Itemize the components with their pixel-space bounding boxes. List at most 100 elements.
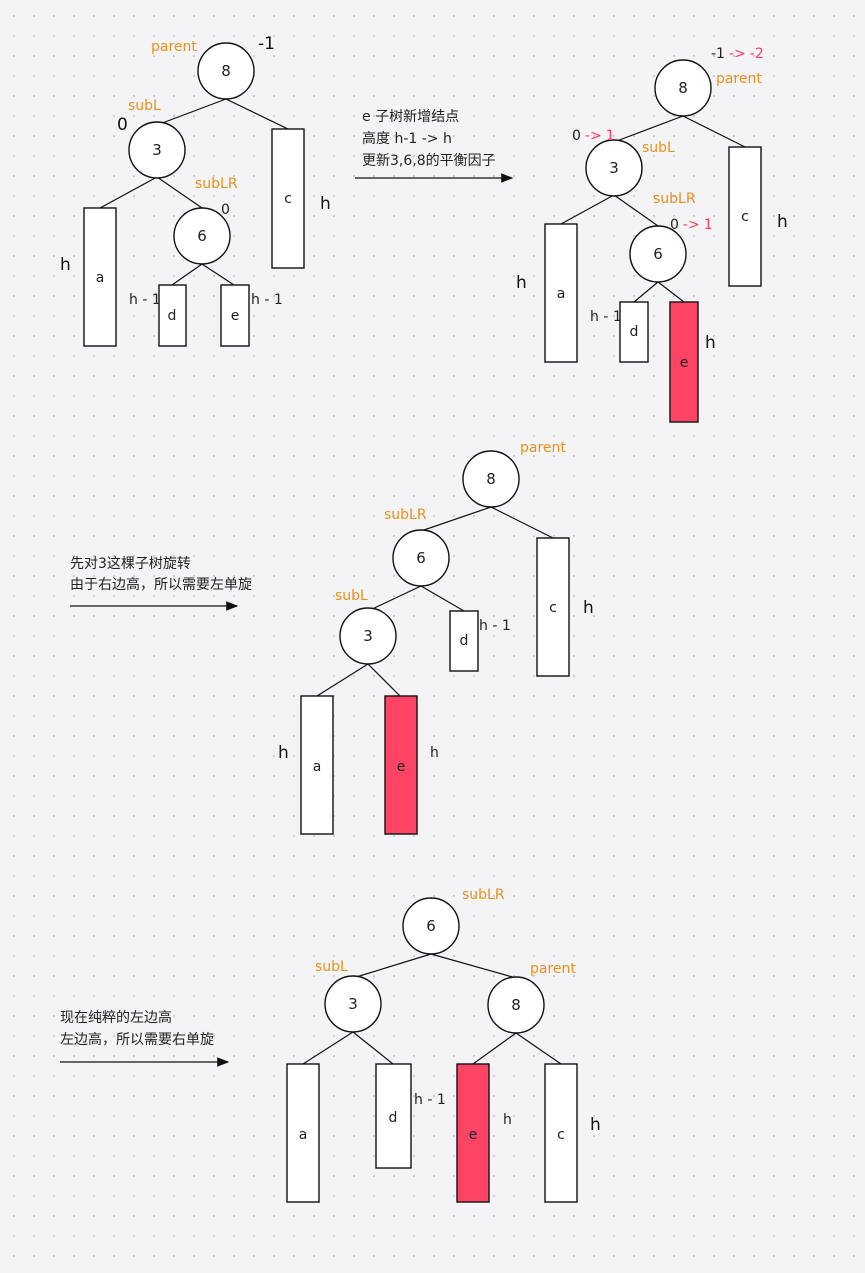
node-value: 6 [197, 227, 207, 245]
subtree-box [158, 284, 187, 347]
edge [156, 98, 227, 126]
edge [201, 263, 235, 286]
edge [472, 1032, 517, 1065]
node-value: 3 [152, 141, 162, 159]
balance-factor: 0 [221, 202, 230, 218]
subtree-box-highlighted [456, 1063, 490, 1203]
note-line: 高度 h-1 -> h [362, 130, 452, 147]
subtree-box [220, 284, 250, 347]
subtree-label: d [630, 324, 639, 340]
subtree-label: a [557, 286, 566, 302]
note-line: 现在纯粹的左边高 [60, 1009, 172, 1026]
height-label: h - 1 [129, 292, 161, 308]
edge [156, 176, 203, 209]
balance-factor: 0 [117, 115, 128, 135]
balance-change: 0->1 [670, 217, 713, 233]
tree-node [173, 207, 231, 265]
height-label: h [583, 598, 594, 618]
edge [682, 115, 746, 148]
note-line: 更新3,6,8的平衡因子 [362, 153, 496, 169]
tree-node [392, 529, 450, 587]
note-line: 先对3这棵子树旋转 [70, 555, 191, 572]
role-label: subL [128, 98, 161, 114]
node-value: 3 [609, 159, 619, 177]
diagram-4-after-right-rotation: 6 3 8 a d e c subLR subL parent h - 1 h … [286, 887, 601, 1203]
subtree-label: e [469, 1127, 478, 1143]
edge [99, 176, 158, 209]
height-label: h [590, 1115, 601, 1135]
step-2-annotation: 先对3这棵子树旋转 由于右边高，所以需要左单旋 [70, 555, 252, 611]
role-label: subLR [195, 176, 238, 192]
tree-node [654, 59, 712, 117]
subtree-label: c [284, 191, 292, 207]
subtree-box [619, 301, 649, 363]
node-value: 8 [678, 79, 688, 97]
note-line: 左边高，所以需要右单旋 [60, 1031, 214, 1048]
height-label: h [320, 194, 331, 214]
edge [560, 194, 615, 225]
edge [225, 98, 289, 130]
subtree-box [544, 223, 578, 363]
node-value: 3 [363, 627, 373, 645]
balance-change: 0->1 [572, 128, 615, 144]
height-label: h - 1 [479, 618, 511, 634]
subtree-box [286, 1063, 320, 1203]
height-label: h [705, 333, 716, 353]
height-label: h [430, 745, 439, 761]
balance-change: -1->-2 [711, 46, 764, 62]
subtree-label: c [741, 209, 749, 225]
edge [171, 263, 203, 286]
node-value: 6 [416, 549, 426, 567]
tree-node [128, 121, 186, 179]
edge [613, 115, 684, 143]
subtree-box [728, 146, 762, 287]
subtree-label: c [549, 600, 557, 616]
edge [316, 663, 369, 697]
role-label: subLR [384, 507, 427, 523]
edge [367, 663, 401, 697]
subtree-label: e [231, 308, 240, 324]
edge [420, 506, 492, 532]
node-value: 3 [348, 995, 358, 1013]
height-label: h - 1 [590, 309, 622, 325]
height-label: h [516, 273, 527, 293]
subtree-box [544, 1063, 578, 1203]
height-label: h [777, 212, 788, 232]
subtree-label: d [460, 633, 469, 649]
edge [367, 585, 422, 612]
edge [515, 1032, 562, 1065]
edge [490, 506, 554, 539]
tree-node [402, 897, 460, 955]
node-value: 6 [426, 917, 436, 935]
height-label: h - 1 [251, 292, 283, 308]
diagram-3-after-left-rotation: 8 6 3 c d a e parent subLR subL h - 1 h … [278, 440, 594, 835]
subtree-box [300, 695, 334, 835]
diagram-1-before-insert: 8 3 6 a c d e parent subL subLR -1 0 0 h… [60, 34, 331, 347]
subtree-label: a [96, 270, 105, 286]
step-3-annotation: 现在纯粹的左边高 左边高，所以需要右单旋 [60, 1009, 230, 1067]
role-label: subL [315, 959, 348, 975]
height-label: h [503, 1112, 512, 1128]
note-line: e 子树新增结点 [362, 109, 459, 125]
diagram-2-after-insert: 8 3 6 a c d e parent subL subLR -1->-2 0… [516, 46, 788, 423]
node-value: 6 [653, 245, 663, 263]
height-label: h [60, 255, 71, 275]
subtree-label: a [313, 759, 322, 775]
edge [633, 281, 659, 303]
height-label: h [278, 743, 289, 763]
subtree-box-highlighted [384, 695, 418, 835]
role-label: subLR [653, 191, 696, 207]
tree-node [339, 607, 397, 665]
subtree-box [271, 128, 305, 269]
subtree-box-highlighted [669, 301, 699, 423]
edge [430, 953, 517, 979]
height-label: h - 1 [414, 1092, 446, 1108]
node-value: 8 [486, 470, 496, 488]
edge [302, 1031, 354, 1065]
role-label: parent [520, 440, 566, 456]
tree-node [629, 225, 687, 283]
tree-node [197, 42, 255, 100]
subtree-label: d [389, 1110, 398, 1126]
edge [657, 281, 685, 303]
